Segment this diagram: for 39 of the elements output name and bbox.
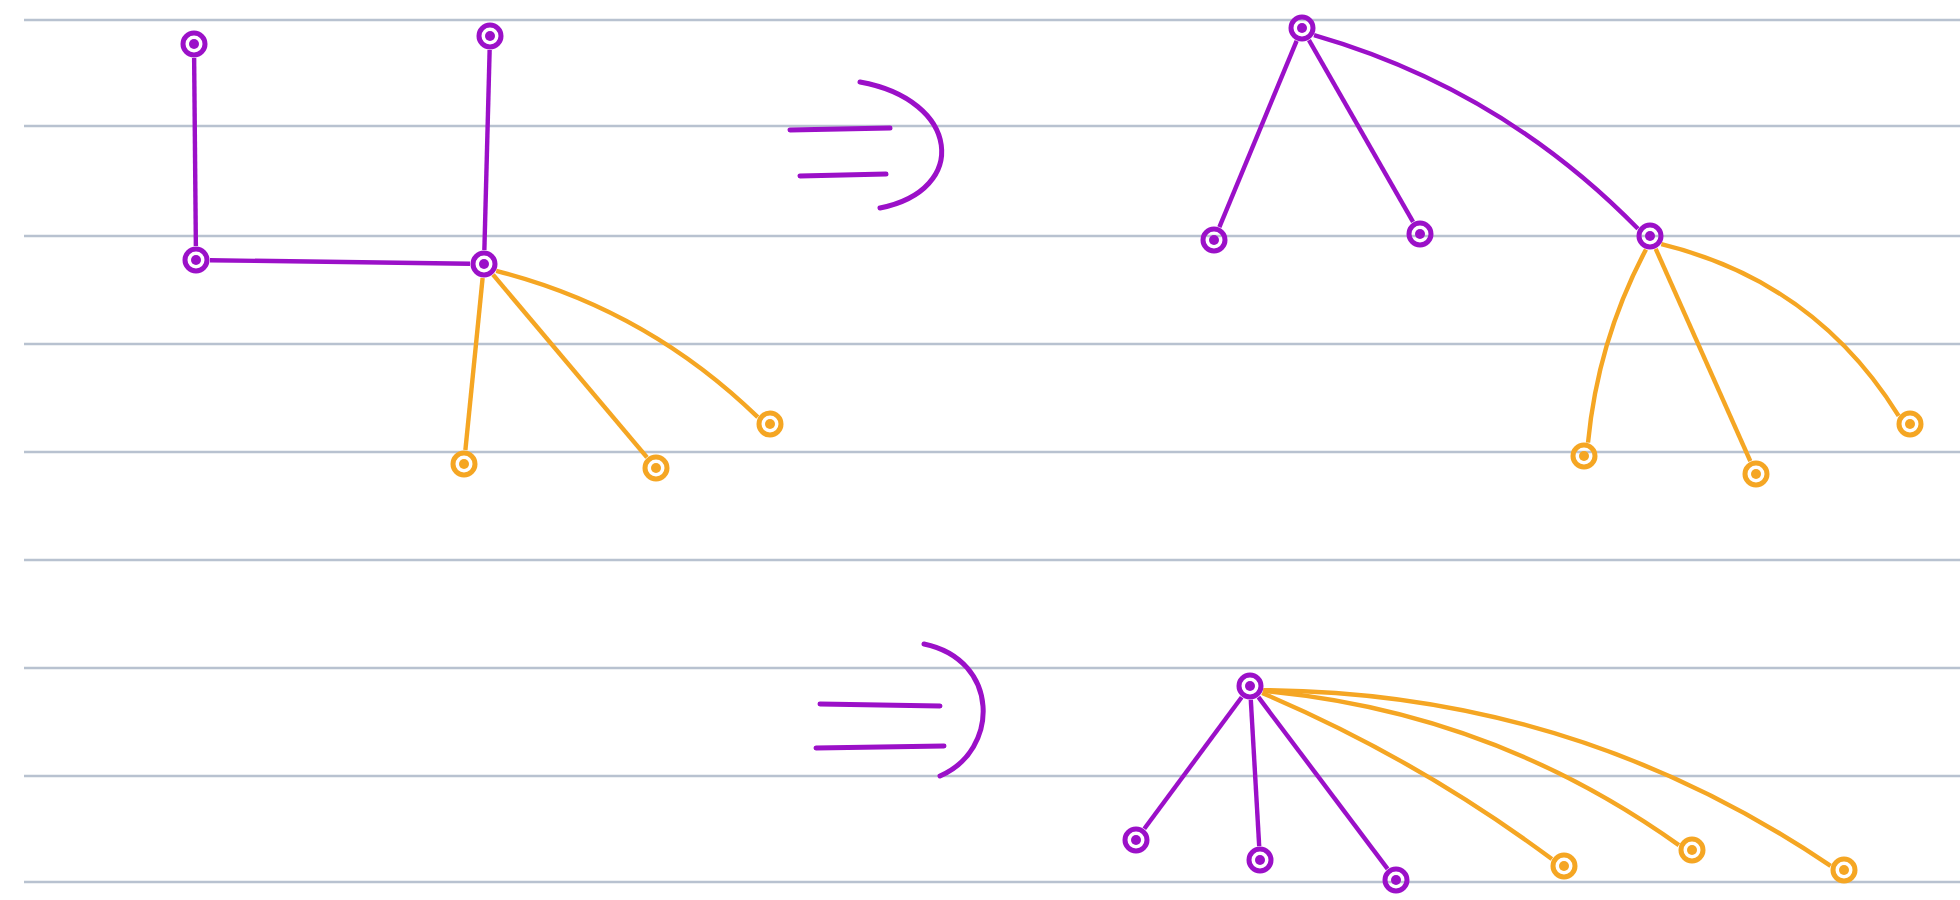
graph-edge	[191, 57, 199, 247]
vertex-circle	[1200, 226, 1228, 254]
vertex-circle	[642, 454, 670, 482]
graph-edge	[1263, 687, 1832, 868]
graph-edge	[1261, 690, 1554, 861]
vertex-circle	[756, 410, 784, 438]
graph-edge	[1585, 248, 1648, 443]
vertex-circle	[1570, 442, 1598, 470]
vertex-circle	[476, 22, 504, 50]
vertex-circle	[1288, 14, 1316, 42]
vertex-circle	[1678, 836, 1706, 864]
vertex-circle	[1896, 410, 1924, 438]
vertex-circle	[1830, 856, 1858, 884]
graph-edge	[1313, 33, 1640, 231]
graph-edge	[1307, 39, 1415, 223]
vertex-circle	[1636, 222, 1664, 250]
graph-edge	[463, 277, 485, 451]
graph-edge	[1142, 695, 1244, 831]
graph-edge	[1256, 695, 1390, 871]
vertex-circle	[1406, 220, 1434, 248]
vertex-circle	[1122, 826, 1150, 854]
graph-edge	[1653, 247, 1753, 463]
vertex-circle	[1246, 846, 1274, 874]
vertex-circle	[1742, 460, 1770, 488]
graph-edge	[482, 49, 492, 251]
vertex-circle	[450, 450, 478, 478]
graph-edge	[1248, 699, 1262, 847]
vertex-circle	[1236, 672, 1264, 700]
graph-edge	[1660, 242, 1901, 417]
graph-edge	[1262, 688, 1681, 847]
vertex-circle	[1550, 852, 1578, 880]
vertex-circle	[1382, 866, 1410, 894]
vertex-circle	[470, 250, 498, 278]
graph-edge	[209, 258, 471, 266]
vertex-circle	[182, 246, 210, 274]
graph-edge	[1217, 40, 1299, 228]
graph-edge	[491, 273, 649, 459]
vertex-circle	[180, 30, 208, 58]
graph-edge	[495, 268, 760, 419]
